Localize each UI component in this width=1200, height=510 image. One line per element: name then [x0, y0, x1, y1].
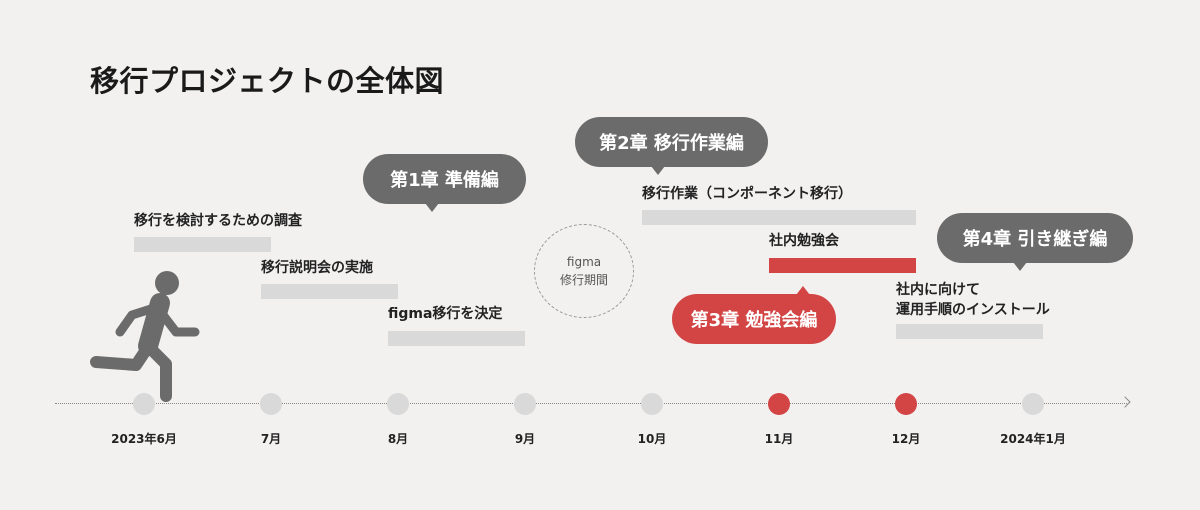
- timeline-axis: [55, 403, 1127, 404]
- practice-period-note: figma 修行期間: [534, 224, 634, 318]
- timeline-dot-highlight: [895, 393, 917, 415]
- task-label-briefing: 移行説明会の実施: [261, 260, 373, 276]
- task-bar-decision: [388, 331, 525, 346]
- chapter-3-label: 第3章 勉強会編: [690, 310, 818, 331]
- page-title: 移行プロジェクトの全体図: [90, 64, 445, 98]
- timeline-dot: [133, 393, 155, 415]
- task-bar-migration: [642, 210, 916, 225]
- task-bar-research: [134, 237, 271, 252]
- task-label-research: 移行を検討するための調査: [134, 213, 302, 229]
- chapter-4-bubble: 第4章 引き継ぎ編: [937, 213, 1133, 271]
- month-label: 2023年6月: [111, 432, 177, 446]
- practice-period-line1: figma: [566, 255, 602, 269]
- task-bar-handover: [896, 324, 1043, 339]
- running-person-icon: [90, 271, 200, 402]
- task-bar-study-session: [769, 258, 916, 273]
- practice-period-line2: 修行期間: [559, 273, 608, 287]
- month-label: 11月: [764, 432, 794, 446]
- chapter-2-label: 第2章 移行作業編: [599, 133, 744, 154]
- month-label: 10月: [637, 432, 667, 446]
- timeline-arrow-icon: [1119, 396, 1131, 408]
- task-label-handover-line2: 運用手順のインストール: [896, 302, 1050, 318]
- timeline-dot-highlight: [768, 393, 790, 415]
- task-label-decision: figma移行を決定: [388, 306, 503, 322]
- month-label: 2024年1月: [1000, 432, 1066, 446]
- task-label-study-session: 社内勉強会: [769, 233, 839, 249]
- bubble-tail: [425, 203, 439, 212]
- bubble-tail: [796, 286, 810, 295]
- bubble-tail: [1013, 262, 1027, 271]
- task-label-migration: 移行作業（コンポーネント移行）: [642, 186, 852, 202]
- month-label: 8月: [387, 432, 409, 446]
- timeline-dot: [1022, 393, 1044, 415]
- task-label-handover-line1: 社内に向けて: [896, 282, 980, 298]
- chapter-1-bubble: 第1章 準備編: [363, 154, 526, 212]
- timeline-dot: [387, 393, 409, 415]
- task-bar-briefing: [261, 284, 398, 299]
- bubble-tail: [651, 166, 665, 175]
- chapter-1-label: 第1章 準備編: [390, 170, 499, 191]
- chapter-3-bubble: 第3章 勉強会編: [672, 286, 836, 344]
- month-label: 9月: [514, 432, 536, 446]
- timeline-dot: [514, 393, 536, 415]
- timeline-dot: [641, 393, 663, 415]
- chapter-4-label: 第4章 引き継ぎ編: [962, 229, 1108, 250]
- timeline-dot: [260, 393, 282, 415]
- month-label: 7月: [260, 432, 282, 446]
- month-label: 12月: [891, 432, 921, 446]
- chapter-2-bubble: 第2章 移行作業編: [575, 117, 768, 175]
